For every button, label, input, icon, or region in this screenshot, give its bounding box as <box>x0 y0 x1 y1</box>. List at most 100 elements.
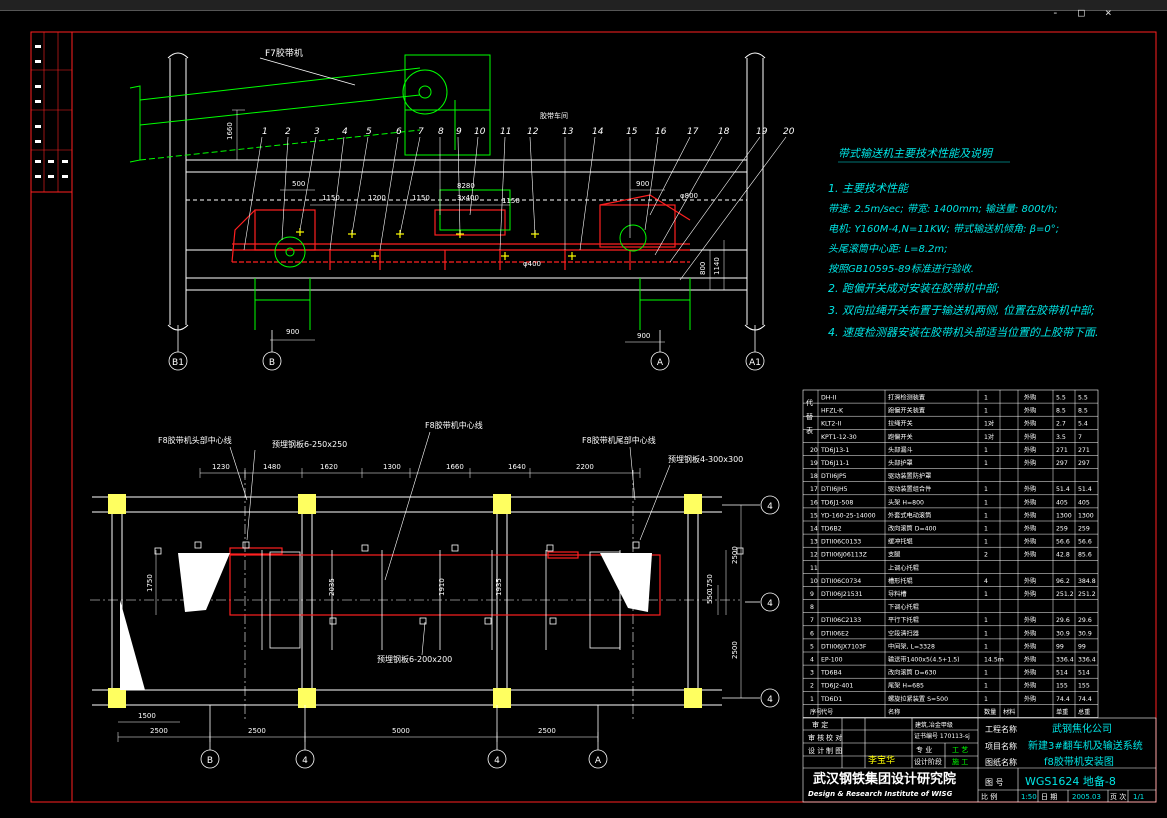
bom-cell: 5.5 <box>1078 395 1088 402</box>
bom-cell: 96.2 <box>1056 578 1070 585</box>
part-10: 10 <box>474 127 486 137</box>
bom-header-cell: 单重 <box>1056 708 1068 716</box>
bom-cell: 8 <box>810 604 814 611</box>
dim-500: 500 <box>292 180 305 188</box>
axis-a: A <box>657 358 664 368</box>
plan-bottom-dims: 2500 2500 5000 2500 <box>150 727 556 735</box>
bdim-2500c: 2500 <box>538 727 556 735</box>
bom-cell: DTII06C0133 <box>821 539 861 546</box>
bom-cell: 1300 <box>1056 512 1072 519</box>
left-strip-marks <box>35 45 68 178</box>
bom-cell: 输送带1400x5(4.5+1.5) <box>888 656 960 664</box>
tb-stage-label: 设计阶段 <box>914 757 942 766</box>
bom-cell: 271 <box>1056 447 1068 454</box>
plan-side-dims: 1750 2035 1910 1935 1750 550 2500 2500 1… <box>138 546 739 720</box>
bom-cell: 拉绳开关 <box>888 420 913 428</box>
f7-conveyor <box>129 54 491 163</box>
bom-cell: 下调心托辊 <box>888 603 919 611</box>
bom-cell: TD6D1 <box>820 696 842 703</box>
tb-sheet-label: 页 次 <box>1110 792 1126 801</box>
bom-cell: 405 <box>1078 499 1090 506</box>
bom-cell: 30.9 <box>1078 630 1092 637</box>
tb-drawing-value: f8胶带机安装图 <box>1044 755 1114 768</box>
spec-line-3: 电机: Y160M-4,N=11KW; 带式输送机倾角: β=0°; <box>828 223 1059 235</box>
close-button[interactable]: × <box>1105 6 1112 19</box>
tb-review: 审 核 <box>808 733 824 742</box>
bom-cell: 10 <box>810 578 818 585</box>
tb-project-value: 武钢焦化公司 <box>1052 722 1112 735</box>
bom-cell: 1 <box>984 539 988 546</box>
plan-bottom-dim-line <box>117 732 599 742</box>
bom-cell: 外购 <box>1024 656 1036 664</box>
bom-cell: 8.5 <box>1078 408 1088 415</box>
raxis-4c: 4 <box>767 695 773 705</box>
bom-cell: 85.6 <box>1078 552 1092 559</box>
bom-cell: 3.5 <box>1056 434 1066 441</box>
axis-b1: B1 <box>172 358 184 368</box>
pdim-1480: 1480 <box>263 463 281 471</box>
tb-date-label: 日 期 <box>1041 793 1057 801</box>
bom-cell: KLT2-II <box>821 421 841 428</box>
maximize-button[interactable]: □ <box>1078 6 1085 19</box>
dim-phi400: φ400 <box>523 260 541 268</box>
part-5: 5 <box>366 127 372 137</box>
bom-header-cell: 名称 <box>888 708 900 716</box>
plan-bottom-bubbles <box>200 705 608 769</box>
plan-labels: F8胶带机头部中心线 预埋钢板6-250x250 F8胶带机中心线 F8胶带机尾… <box>158 420 743 664</box>
tb-item-label: 项目名称 <box>985 741 1017 751</box>
bom-cell: DTII06C0734 <box>821 578 861 585</box>
dim-phi800: φ800 <box>680 192 698 200</box>
part-8: 8 <box>438 127 444 137</box>
dim-1140: 1140 <box>713 257 721 275</box>
pdim-1660: 1660 <box>446 463 464 471</box>
bom-cell: TD6J2-401 <box>820 683 853 690</box>
bom-side-label: 替 <box>806 412 813 421</box>
bom-cell: TD6B2 <box>820 526 842 533</box>
bom-cell: 5.5 <box>1056 395 1066 402</box>
bom-cell: 15 <box>810 512 818 519</box>
top-dim-lines <box>232 109 725 343</box>
bom-header-cell: 总重 <box>1078 708 1090 716</box>
spec-line-7: 3. 双向拉绳开关布置于输送机两侧, 位置在胶带机中部; <box>828 304 1095 317</box>
bom-cell: 4 <box>984 578 988 585</box>
baxis-4a: 4 <box>302 756 308 766</box>
bom-cell: 1对 <box>984 420 994 428</box>
label-plate-c: 预埋钢板6-200x200 <box>377 654 452 664</box>
part-1: 1 <box>262 127 268 137</box>
baxis-b: B <box>207 756 213 766</box>
dim-1150b: 1150 <box>412 194 430 202</box>
bom-cell: 74.4 <box>1078 696 1092 703</box>
bom-cell: 155 <box>1056 683 1068 690</box>
bom-cell: 1 <box>984 670 988 677</box>
bom-cell: 外购 <box>1024 590 1036 598</box>
bom-cell: 51.4 <box>1056 486 1070 493</box>
bom-cell: 4 <box>810 657 814 664</box>
baxis-4b: 4 <box>494 756 500 766</box>
plan-bottom-axis-labels: B 4 4 A <box>207 756 602 766</box>
spec-line-1: 1. 主要技术性能 <box>828 182 910 195</box>
bom-cell: 头架 H=800 <box>888 498 924 506</box>
bom-cell: 1 <box>984 486 988 493</box>
tb-sheet-value: 1/1 <box>1133 793 1144 801</box>
bom-cell: 外购 <box>1024 616 1036 624</box>
dim-3x400: 3x400 <box>457 194 479 202</box>
bom-cell: DTII06C2133 <box>821 617 861 624</box>
part-4: 4 <box>342 127 348 137</box>
bom-cell: 271 <box>1078 447 1090 454</box>
tb-scale-label: 比 例 <box>981 792 997 801</box>
top-axis-labels: B1 B A A1 <box>172 358 761 368</box>
bom-cell: 1 <box>984 499 988 506</box>
bom-cell: 1 <box>984 408 988 415</box>
bom-cell: 19 <box>810 460 818 467</box>
label-head-center: F8胶带机头部中心线 <box>158 435 232 445</box>
plan-conveyor-red <box>229 547 661 616</box>
baxis-a: A <box>595 756 602 766</box>
bom-cell: 42.8 <box>1056 552 1070 559</box>
bom-cell: 外套式电动滚筒 <box>888 511 931 519</box>
minimize-button[interactable]: - <box>1052 6 1059 19</box>
part-6: 6 <box>396 127 402 137</box>
bdim-5000: 5000 <box>392 727 410 735</box>
spec-title: 带式输送机主要技术性能及说明 <box>838 147 994 160</box>
part-3: 3 <box>314 127 320 137</box>
